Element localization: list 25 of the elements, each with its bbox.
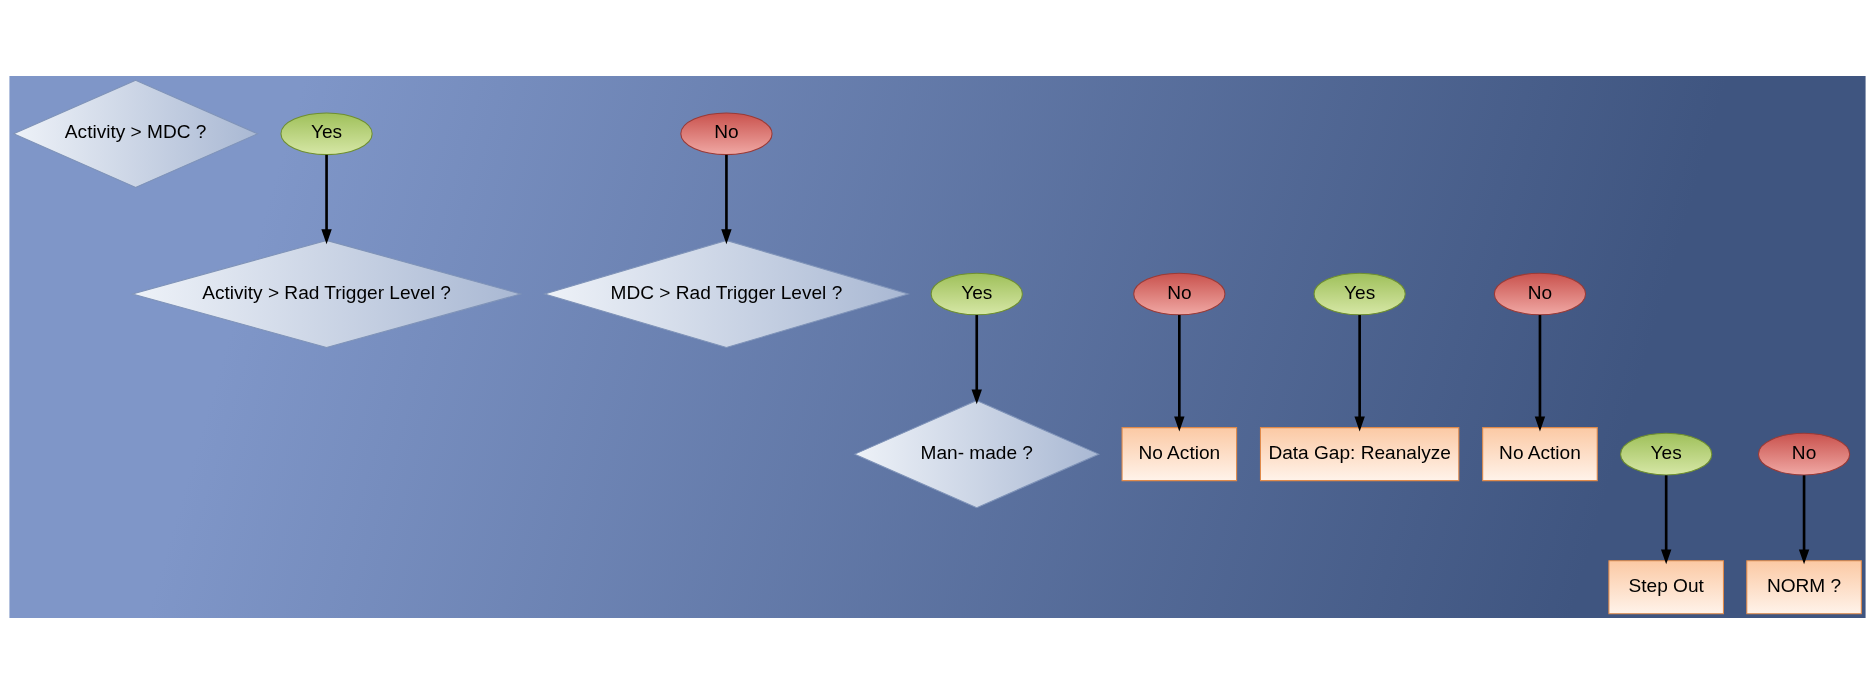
arrow xyxy=(1534,314,1545,431)
arrow xyxy=(1173,314,1185,431)
node-diamond: MDC > Rad Trigger Level ? xyxy=(542,239,910,348)
node-diamond: Man- made ? xyxy=(852,399,1100,508)
node-ellipse: No xyxy=(1757,432,1850,475)
arrow xyxy=(1660,474,1671,564)
node-ellipse: Yes xyxy=(930,272,1023,315)
arrow xyxy=(720,154,732,244)
node-ellipse: No xyxy=(1493,272,1586,315)
arrow xyxy=(1353,314,1365,431)
node-box: No Action xyxy=(1481,426,1598,481)
node-box: No Action xyxy=(1121,426,1237,481)
node-ellipse: Yes xyxy=(1619,432,1712,475)
arrow xyxy=(971,314,982,404)
node-ellipse: Yes xyxy=(279,112,373,155)
node-ellipse: No xyxy=(1132,272,1225,315)
node-ellipse: Yes xyxy=(1313,272,1406,315)
node-diamond: Activity > Rad Trigger Level ? xyxy=(129,239,523,348)
arrow xyxy=(1798,474,1809,564)
node-diamond: Activity > MDC ? xyxy=(11,79,259,188)
node-box: NORM ? xyxy=(1745,559,1862,614)
node-box: Step Out xyxy=(1607,559,1724,614)
node-box: Data Gap: Reanalyze xyxy=(1259,426,1459,481)
arrow xyxy=(320,154,332,244)
node-ellipse: No xyxy=(679,112,773,155)
